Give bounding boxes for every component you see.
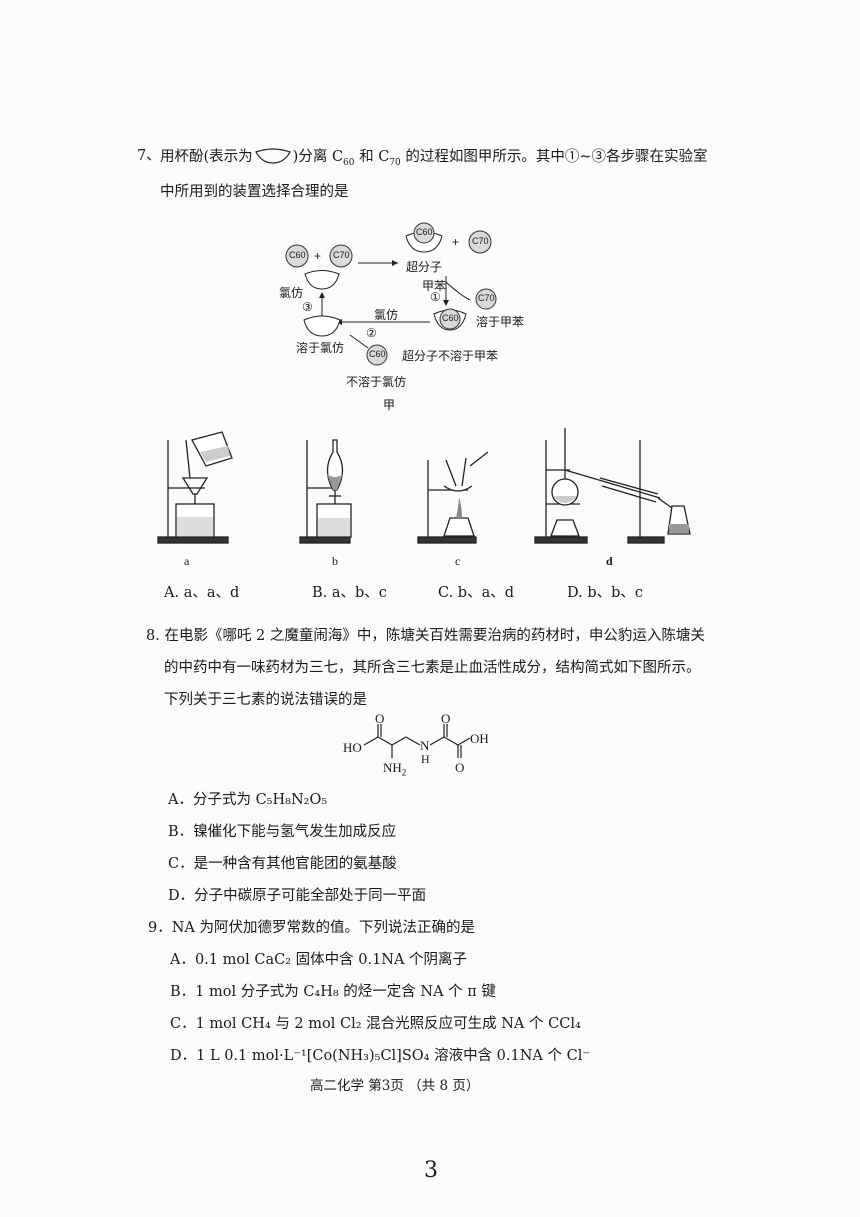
diagram-caption: 甲 [383, 398, 396, 412]
apparatus-b-label: b [332, 554, 338, 568]
page-number: 3 [424, 1158, 438, 1183]
apparatus-a-filtration-icon [157, 431, 233, 544]
diagram-dissolve-chloroform: 溶于氯仿 [296, 341, 345, 355]
q7-stem-line1: 用杯酚(表示为 )分离 C60 和 C70 的过程如图甲所示。其中①~③各步骤在实… [160, 148, 708, 169]
diagram-plus-2: + [452, 235, 460, 249]
struct-h: H [421, 752, 430, 766]
q7-text-b: )分离 C [292, 149, 344, 165]
q8-stem-line1: 8. 在电影《哪吒 2 之魔童闹海》中，陈塘关百姓需要治病的药材时，申公豹运入陈… [146, 628, 705, 644]
q7-sub70: 70 [389, 157, 401, 168]
q8-stem-line3: 下列关于三七素的说法错误的是 [164, 692, 367, 708]
q7-option-d[interactable]: D. b、b、c [567, 585, 644, 601]
q7-text-a: 用杯酚(表示为 [160, 149, 253, 165]
struct-nh2-sub: 2 [401, 767, 407, 778]
c60-insoluble-chloroform [366, 344, 388, 366]
c70-ball-right [468, 230, 492, 254]
diagram-supramolecule: 超分子 [406, 260, 443, 274]
diagram-c70-label-1: C70 [333, 250, 350, 260]
q8-option-b[interactable]: B．镍催化下能与氢气发生加成反应 [168, 824, 397, 840]
struct-o-2: O [441, 711, 451, 726]
diagram-c70-label-3: C70 [478, 293, 495, 303]
q7-option-a[interactable]: A. a、a、d [164, 585, 240, 601]
q9-option-c[interactable]: C．1 mol CH₄ 与 2 mol Cl₂ 混合光照反应可生成 NA 个 C… [170, 1016, 581, 1032]
q7-text-c: 和 C [354, 149, 390, 165]
c70-ball-left [329, 244, 353, 268]
c60-in-cup-2 [439, 308, 461, 330]
struct-ho: HO [343, 740, 362, 755]
struct-nh2-text: NH [383, 760, 402, 775]
struct-nh2: NH2 [383, 760, 406, 778]
diagram-plus-1: + [314, 249, 322, 263]
q8-stem-line2: 的中药中有一味药材为三七，其所含三七素是止血活性成分，结构简式如下图所示。 [164, 660, 701, 676]
c60-ball-left [285, 244, 309, 268]
q8-option-d[interactable]: D．分子中碳原子可能全部处于同一平面 [168, 888, 427, 904]
diagram-c60-label-2: C60 [416, 227, 433, 237]
diagram-insoluble-chloroform: 不溶于氯仿 [346, 375, 407, 389]
page-footer: 高二化学 第3页 （共 8 页） [310, 1078, 480, 1094]
q7-option-c[interactable]: C. b、a、d [438, 585, 515, 601]
apparatus-d-distillation-icon [534, 428, 691, 544]
diagram-toluene: 甲苯 [422, 279, 447, 293]
diagram-c60-label-4: C60 [369, 349, 386, 359]
diagram-c60-label-3: C60 [442, 313, 459, 323]
q8-option-c[interactable]: C．是一种含有其他官能团的氨基酸 [168, 856, 397, 872]
q7-text-d: 的过程如图甲所示。其中①~③各步骤在实验室 [400, 149, 708, 165]
q9-option-d[interactable]: D．1 L 0.1 mol·L⁻¹[Co(NH₃)₅Cl]SO₄ 溶液中含 0.… [170, 1048, 591, 1064]
diagram-supra-insoluble: 超分子不溶于甲苯 [402, 349, 499, 363]
apparatus-c-label: c [455, 554, 461, 568]
c60-in-cup [413, 222, 435, 244]
cup-recycled [304, 270, 340, 290]
diagram-step1: ① [430, 290, 441, 304]
struct-o-1: O [375, 711, 385, 726]
struct-oh: OH [470, 731, 489, 746]
q7-option-b[interactable]: B. a、b、c [312, 585, 387, 601]
apparatus-a-label: a [184, 554, 190, 568]
diagram-chloroform-top: 氯仿 [374, 308, 399, 322]
struct-n: N [420, 738, 430, 753]
q9-stem: 9．NA 为阿伏加德罗常数的值。下列说法正确的是 [148, 920, 475, 936]
q8-option-a[interactable]: A．分子式为 C₅H₈N₂O₅ [168, 792, 328, 808]
q7-stem-line2: 中所用到的装置选择合理的是 [160, 184, 349, 200]
diagram-c70-label-2: C70 [472, 236, 489, 246]
apparatus-b-separatory-funnel-icon [299, 439, 352, 544]
diagram-dissolve-toluene: 溶于甲苯 [476, 315, 525, 329]
q7-sub60: 60 [343, 157, 355, 168]
diagram-step3: ③ [302, 300, 313, 314]
apparatus-d-label: d [606, 554, 613, 568]
diagram-chloroform-left: 氯仿 [279, 286, 304, 300]
q7-number: 7、 [137, 148, 161, 164]
diagram-step2: ② [366, 326, 377, 340]
struct-o-3: O [455, 760, 465, 775]
apparatus-c-evaporation-icon [417, 451, 489, 544]
q9-option-a[interactable]: A．0.1 mol CaC₂ 固体中含 0.1NA 个阴离子 [170, 952, 468, 968]
calixarene-cup-icon [254, 148, 291, 164]
c70-dissolved [475, 288, 497, 310]
q9-option-b[interactable]: B．1 mol 分子式为 C₄H₈ 的烃一定含 NA 个 π 键 [170, 984, 496, 1000]
diagram-c60-label-1: C60 [289, 250, 306, 260]
